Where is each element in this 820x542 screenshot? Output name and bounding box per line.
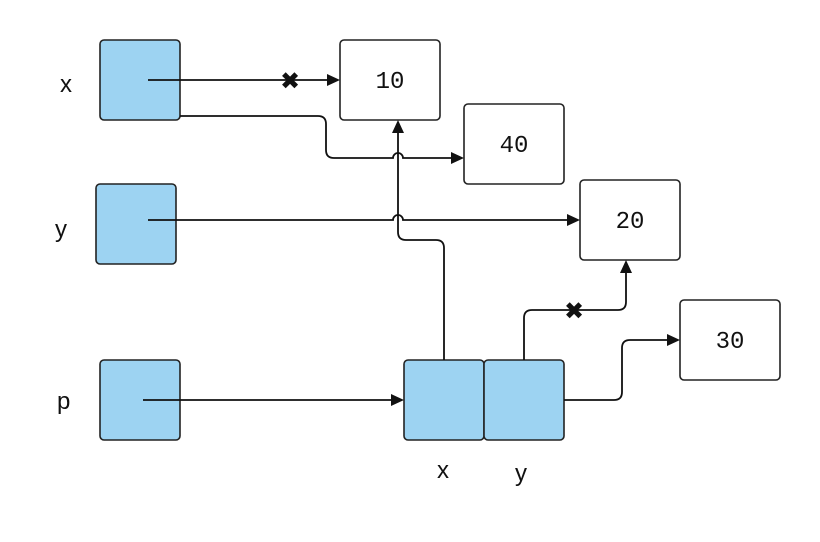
edge-struct-y-to-20 [523,272,627,360]
struct-field-y-label: y [515,460,527,487]
edge-y-to-20 [148,214,568,221]
var-label-p: p [57,388,70,415]
var-label-y: y [55,216,67,243]
arrowhead-struct-x-to-10 [392,120,404,133]
var-label-x: x [60,71,72,98]
struct-field-x-label: x [437,457,449,484]
arrowhead-x-to-40 [451,152,464,164]
value-text-10: 10 [376,69,405,96]
value-text-20: 20 [616,209,645,236]
value-text-30: 30 [716,329,745,356]
pointer-box-y [95,183,177,265]
arrowhead-p-to-struct [391,394,404,406]
arrowhead-struct-y-to-20 [620,260,632,273]
edge-struct-y-to-30 [564,339,668,401]
value-text-40: 40 [500,133,529,160]
value-box-40 [463,103,565,185]
arrowhead-y-to-20 [567,214,580,226]
edge-x-to-40 [180,115,452,159]
cross-mark-icon: ✖ [564,297,584,325]
arrowhead-struct-y-to-30 [667,334,680,346]
struct-field-y-box [483,359,565,441]
edge-struct-x-to-10 [397,132,445,360]
struct-field-x-box [403,359,485,441]
cross-mark-icon: ✖ [280,67,300,95]
arrowhead-x-to-10 [327,74,340,86]
